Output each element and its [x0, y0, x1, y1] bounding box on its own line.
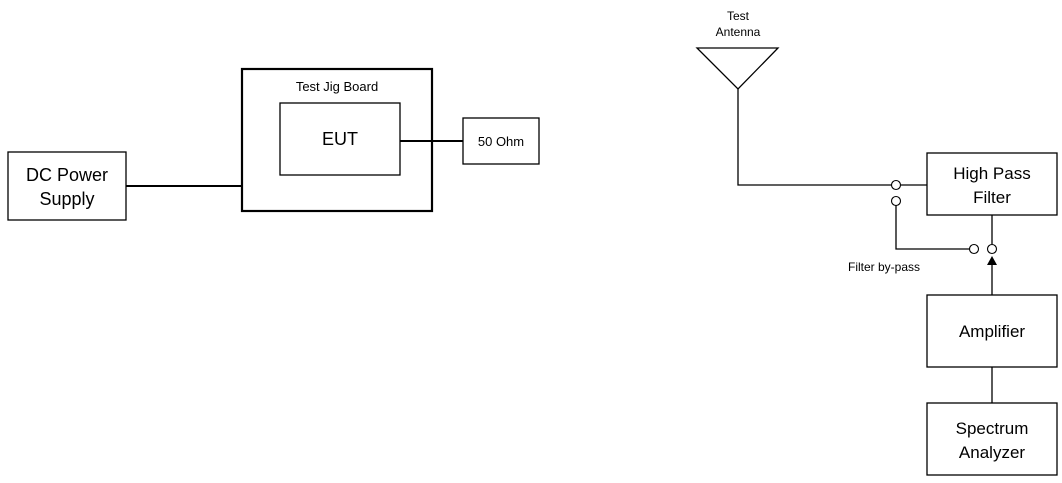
test-antenna-label-line2: Antenna [716, 25, 761, 39]
eut-block: EUT [279, 102, 401, 176]
input-switch-terminal-a [890, 179, 902, 191]
high-pass-filter-block: High Pass Filter [926, 152, 1058, 216]
filter-bypass-label: Filter by-pass [848, 260, 920, 274]
output-switch-terminal-b [986, 243, 998, 255]
dc-power-supply-block: DC Power Supply [7, 151, 127, 221]
test-antenna-icon: Test Antenna [695, 9, 780, 90]
load-50-ohm-block: 50 Ohm [462, 117, 540, 165]
output-switch-terminal-a [968, 243, 980, 255]
load-50-ohm-label: 50 Ohm [478, 134, 524, 149]
high-pass-filter-label-line2: Filter [973, 188, 1011, 207]
test-antenna-label-line1: Test [727, 9, 750, 23]
spectrum-analyzer-label-line2: Analyzer [959, 443, 1025, 462]
amplifier-label: Amplifier [959, 322, 1025, 341]
amplifier-block: Amplifier [926, 294, 1058, 368]
high-pass-filter-label-line1: High Pass [953, 164, 1030, 183]
test-jig-board-label: Test Jig Board [296, 79, 378, 94]
spectrum-analyzer-label-line1: Spectrum [956, 419, 1029, 438]
dc-power-supply-label-line1: DC Power [26, 165, 108, 185]
input-switch-terminal-b [890, 195, 902, 207]
eut-label: EUT [322, 129, 358, 149]
bypass-line [895, 205, 970, 250]
switch-arrow-icon [987, 256, 997, 265]
antenna-feed-line [737, 89, 892, 186]
spectrum-analyzer-block: Spectrum Analyzer [926, 402, 1058, 476]
dc-power-supply-label-line2: Supply [39, 189, 94, 209]
